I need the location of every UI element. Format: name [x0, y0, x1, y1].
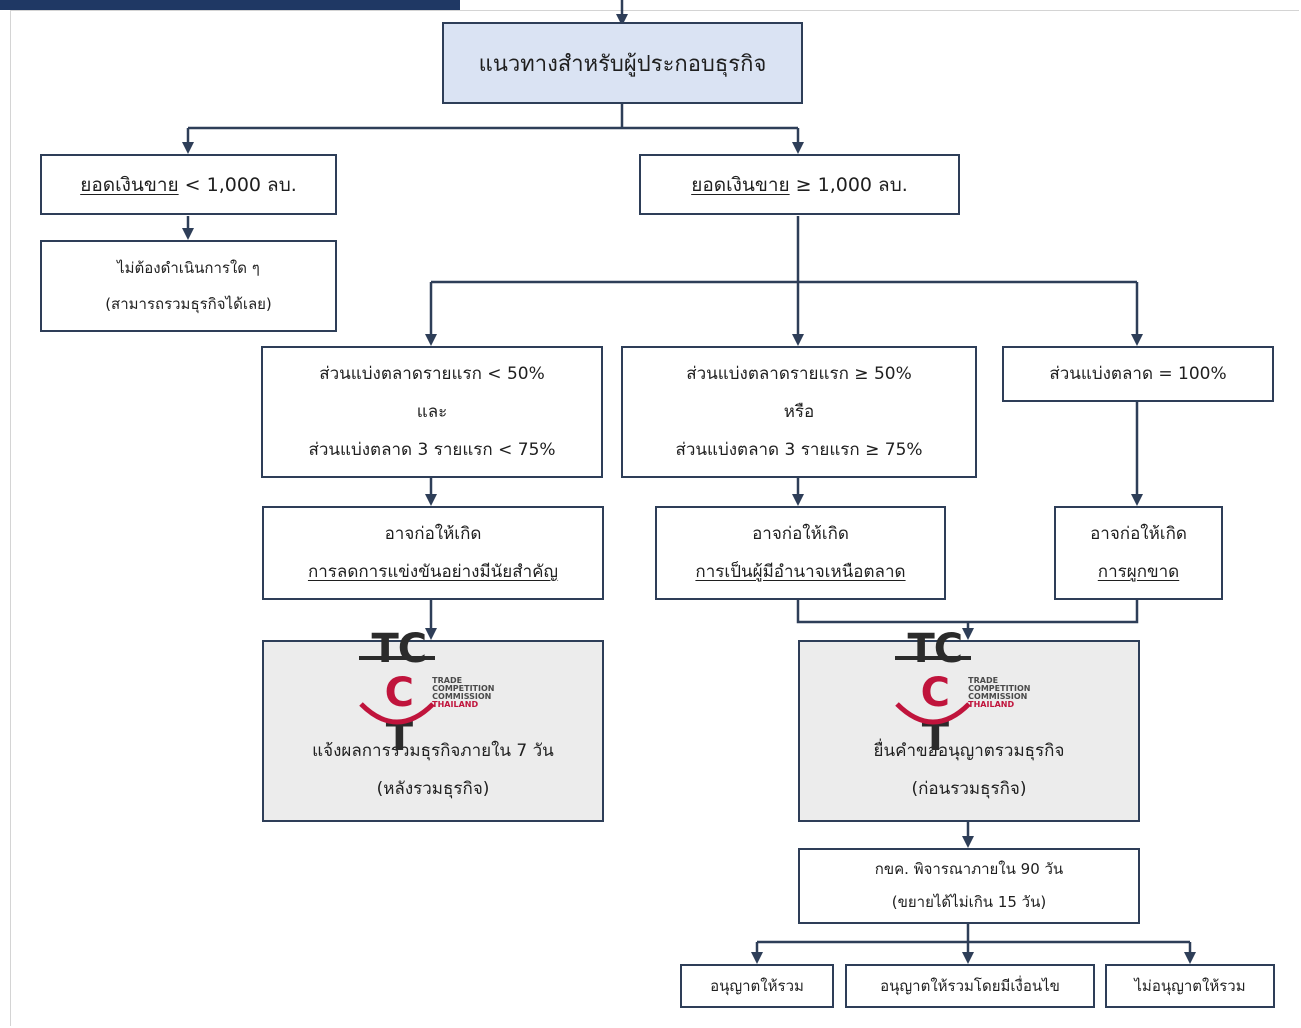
- notify-line1: แจ้งผลการรวมธุรกิจภายใน 7 วัน: [312, 741, 554, 761]
- outcome-approve-text: อนุญาตให้รวม: [710, 976, 804, 995]
- review-box: กขค. พิจารณาภายใน 90 วัน (ขยายได้ไม่เกิน…: [798, 848, 1140, 924]
- outcome-deny-text: ไม่อนุญาตให้รวม: [1134, 976, 1246, 995]
- share-high-line3: ส่วนแบ่งตลาด 3 รายแรก ≥ 75%: [675, 440, 923, 460]
- no-action-box: ไม่ต้องดำเนินการใด ๆ (สามารถรวมธุรกิจได้…: [40, 240, 337, 332]
- no-action-line1: ไม่ต้องดำเนินการใด ๆ: [117, 259, 260, 277]
- connector-high-sales-split: [431, 216, 1137, 284]
- effect-low-line1: อาจก่อให้เกิด: [384, 524, 482, 544]
- effect-low-line2: การลดการแข่งขันอย่างมีนัยสำคัญ: [307, 562, 559, 582]
- outcome-conditional-box: อนุญาตให้รวมโดยมีเงื่อนไข: [845, 964, 1095, 1008]
- outcome-deny-box: ไม่อนุญาตให้รวม: [1105, 964, 1275, 1008]
- tcct-logo-words: TRADE COMPETITION COMMISSION THAILAND: [968, 676, 1031, 709]
- tcct-logo-words: TRADE COMPETITION COMMISSION THAILAND: [432, 676, 495, 709]
- notify-line2: (หลังรวมธุรกิจ): [376, 779, 490, 799]
- top-banner: [0, 0, 460, 10]
- effect-full-line1: อาจก่อให้เกิด: [1090, 524, 1187, 544]
- share-low-line3: ส่วนแบ่งตลาด 3 รายแรก < 75%: [308, 440, 556, 460]
- high-sales-box: ยอดเงินขาย ≥ 1,000 ลบ.: [639, 154, 960, 215]
- share-high-line2: หรือ: [783, 402, 815, 422]
- share-full-box: ส่วนแบ่งตลาด = 100%: [1002, 346, 1274, 402]
- connector-merge: [796, 600, 1139, 624]
- tcct-logo-smile: [359, 702, 435, 725]
- outcome-approve-box: อนุญาตให้รวม: [680, 964, 834, 1008]
- title-box: แนวทางสำหรับผู้ประกอบธุรกิจ: [442, 22, 803, 104]
- share-high-line1: ส่วนแบ่งตลาดรายแรก ≥ 50%: [686, 364, 912, 384]
- outcome-conditional-text: อนุญาตให้รวมโดยมีเงื่อนไข: [880, 976, 1060, 995]
- review-line2: (ขยายได้ไม่เกิน 15 วัน): [891, 893, 1047, 911]
- low-sales-text: ยอดเงินขาย < 1,000 ลบ.: [80, 173, 297, 196]
- share-low-box: ส่วนแบ่งตลาดรายแรก < 50% และ ส่วนแบ่งตลา…: [261, 346, 603, 478]
- effect-high-box: อาจก่อให้เกิด การเป็นผู้มีอำนาจเหนือตลาด: [655, 506, 946, 600]
- high-sales-text: ยอดเงินขาย ≥ 1,000 ลบ.: [691, 173, 908, 196]
- share-low-line1: ส่วนแบ่งตลาดรายแรก < 50%: [319, 364, 545, 384]
- share-low-line2: และ: [416, 402, 448, 422]
- review-line1: กขค. พิจารณาภายใน 90 วัน: [874, 860, 1064, 878]
- apply-line1: ยื่นคำขออนุญาตรวมธุรกิจ: [873, 741, 1065, 761]
- effect-full-box: อาจก่อให้เกิด การผูกขาด: [1054, 506, 1223, 600]
- connector-review-split: [757, 924, 1190, 944]
- title-text: แนวทางสำหรับผู้ประกอบธุรกิจ: [478, 51, 767, 77]
- low-sales-box: ยอดเงินขาย < 1,000 ลบ.: [40, 154, 337, 215]
- apply-line2: (ก่อนรวมธุรกิจ): [911, 779, 1027, 799]
- effect-full-line2: การผูกขาด: [1097, 562, 1180, 582]
- effect-low-box: อาจก่อให้เกิด การลดการแข่งขันอย่างมีนัยส…: [262, 506, 604, 600]
- effect-high-line1: อาจก่อให้เกิด: [752, 524, 849, 544]
- tcct-logo-bar: [359, 656, 435, 660]
- tcct-logo-bar: [895, 656, 971, 660]
- page-frame: [10, 10, 1299, 1026]
- share-high-box: ส่วนแบ่งตลาดรายแรก ≥ 50% หรือ ส่วนแบ่งตล…: [621, 346, 977, 478]
- no-action-line2: (สามารถรวมธุรกิจได้เลย): [105, 295, 272, 313]
- effect-high-line2: การเป็นผู้มีอำนาจเหนือตลาด: [695, 562, 906, 582]
- tcct-logo-smile: [895, 702, 971, 725]
- share-full-line1: ส่วนแบ่งตลาด = 100%: [1049, 364, 1227, 384]
- connector-title-split: [188, 104, 798, 130]
